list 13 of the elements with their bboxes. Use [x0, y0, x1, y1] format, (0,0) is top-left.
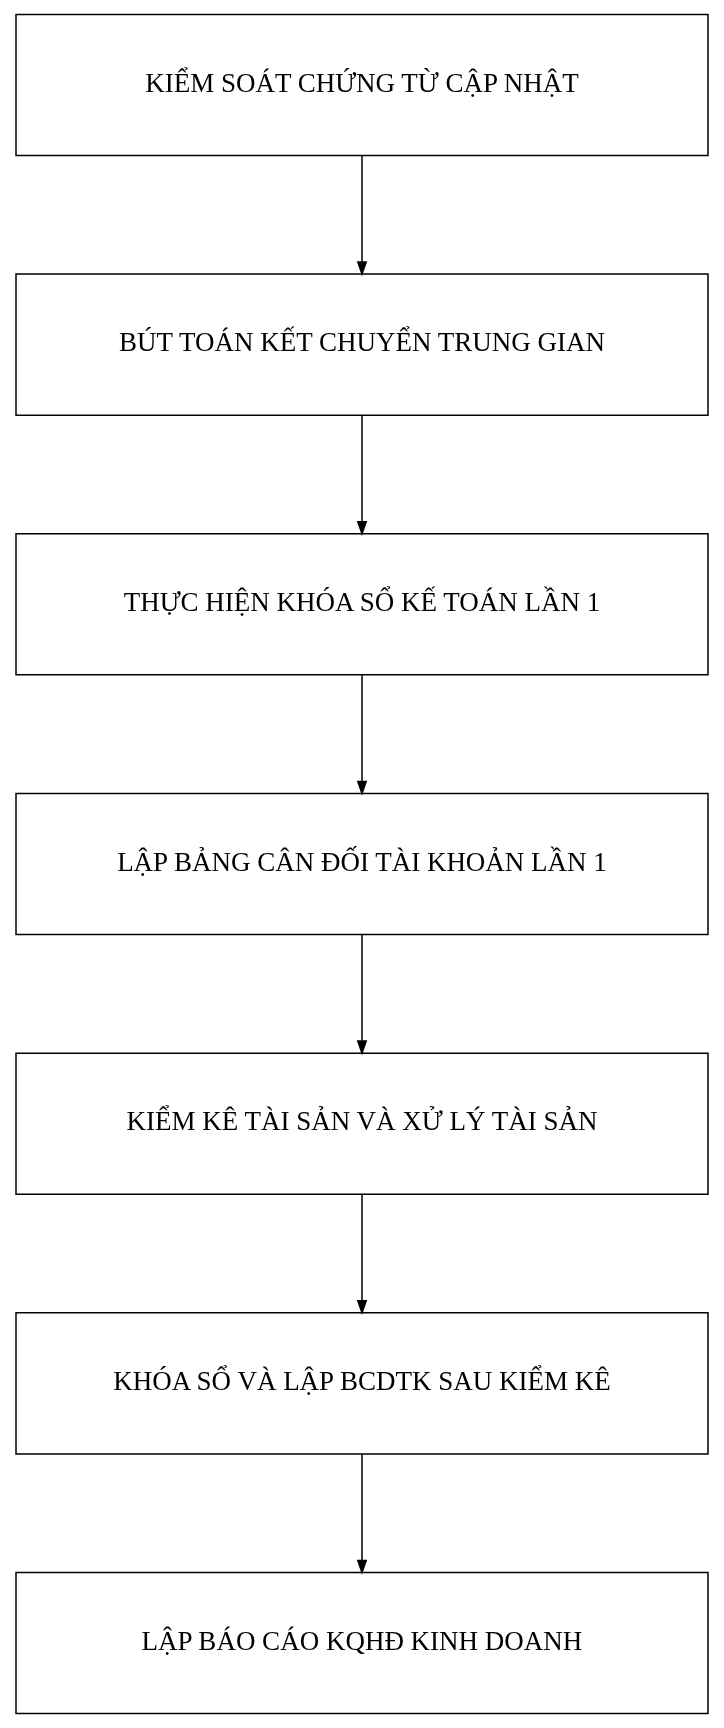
node-box: LẬP BẢNG CÂN ĐỐI TÀI KHOẢN LẦN 1 [15, 792, 709, 936]
arrow [356, 414, 368, 536]
node-box: KIỂM SOÁT CHỨNG TỪ CẬP NHẬT [15, 13, 709, 157]
node-box: KHÓA SỔ VÀ LẬP BCDTK SAU KIỂM KÊ [15, 1312, 709, 1455]
node-box: KIỂM KÊ TÀI SẢN VÀ XỬ LÝ TÀI SẢN [15, 1052, 709, 1195]
node-box: LẬP BÁO CÁO KQHĐ KINH DOANH [15, 1571, 709, 1715]
node-box: BÚT TOÁN KẾT CHUYỂN TRUNG GIAN [15, 273, 709, 416]
arrow [356, 155, 368, 277]
arrow [356, 1193, 368, 1316]
arrow [356, 1453, 368, 1575]
arrow [356, 674, 368, 796]
node-box: THỰC HIỆN KHÓA SỔ KẾ TOÁN LẦN 1 [15, 533, 709, 676]
arrow [356, 934, 368, 1056]
